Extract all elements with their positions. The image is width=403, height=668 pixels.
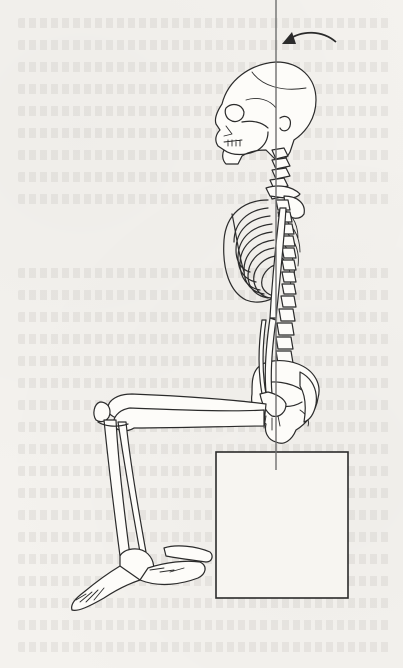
tibia-fibula [98,420,146,556]
foot [72,546,212,610]
skull [215,62,316,164]
curved-arrow-icon [282,32,336,44]
box-seat [216,452,348,598]
